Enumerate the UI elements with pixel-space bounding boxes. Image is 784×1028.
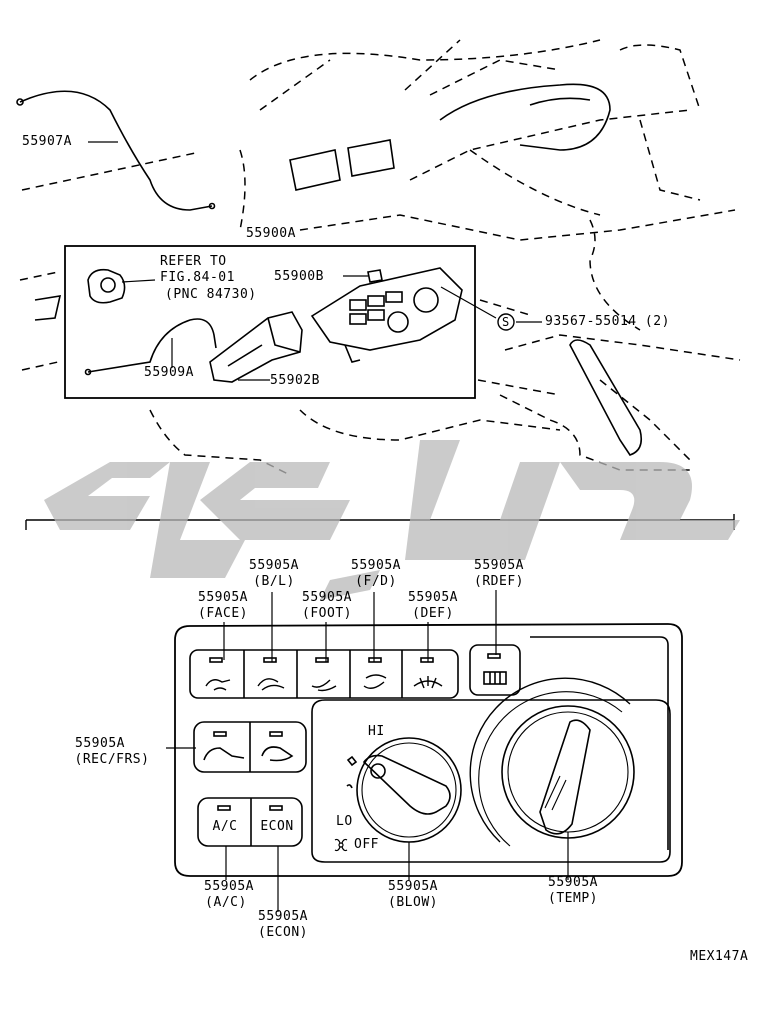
econ-button-label: ECON bbox=[260, 819, 294, 834]
label-blow-part: 55905A bbox=[388, 879, 438, 894]
panel-outline bbox=[174, 623, 683, 877]
label-55907a: 55907A bbox=[22, 134, 72, 149]
bracket-55902b bbox=[209, 311, 303, 383]
bilevel-icon bbox=[257, 678, 285, 691]
dial-area-outline bbox=[311, 699, 671, 863]
assembly-inset-box bbox=[64, 245, 476, 399]
temperature-dial bbox=[469, 677, 635, 880]
label-refer-to: REFER TO bbox=[160, 254, 227, 269]
label-ac-name: (A/C) bbox=[205, 895, 247, 910]
ac-econ-button-group bbox=[197, 797, 303, 847]
rec-frs-button-group bbox=[193, 721, 307, 773]
label-face-name: (FACE) bbox=[198, 606, 248, 621]
servo-motor bbox=[87, 268, 156, 304]
label-foot-name: (FOOT) bbox=[302, 606, 352, 621]
label-bl-part: 55905A bbox=[249, 558, 299, 573]
foot-icon bbox=[311, 679, 337, 692]
screw-symbol bbox=[497, 313, 515, 331]
dashboard-outline bbox=[19, 39, 741, 476]
screw-symbol-letter: S bbox=[502, 315, 510, 329]
label-temp-part: 55905A bbox=[548, 875, 598, 890]
label-fig-ref: FIG.84-01 bbox=[160, 270, 235, 285]
label-fd-part: 55905A bbox=[351, 558, 401, 573]
fan-icon bbox=[334, 838, 348, 852]
label-93567-55014: 93567-55014 (2) bbox=[545, 314, 670, 329]
label-bl-name: (B/L) bbox=[253, 574, 295, 589]
panel-inset bbox=[530, 636, 669, 850]
label-face-part: 55905A bbox=[198, 590, 248, 605]
label-55909a: 55909A bbox=[144, 365, 194, 380]
label-rec-name: (REC/FRS) bbox=[74, 752, 150, 767]
label-econ-part: 55905A bbox=[258, 909, 308, 924]
foot-defrost-icon bbox=[363, 674, 387, 689]
section-divider bbox=[25, 514, 735, 530]
label-def-part: 55905A bbox=[408, 590, 458, 605]
label-temp-name: (TEMP) bbox=[548, 891, 598, 906]
figure-code: MEX147A bbox=[690, 949, 749, 964]
defrost-icon bbox=[413, 676, 443, 689]
dashboard-solid-parts bbox=[34, 83, 643, 456]
leader-lines bbox=[166, 590, 497, 912]
label-econ-name: (ECON) bbox=[258, 925, 308, 940]
blower-lo-mark: LO bbox=[336, 814, 353, 829]
label-55900b: 55900B bbox=[274, 269, 324, 284]
cable-55907a bbox=[19, 90, 213, 211]
blower-off-mark: OFF bbox=[354, 837, 379, 852]
blower-hi-mark: HI bbox=[368, 724, 385, 739]
label-fd-name: (F/D) bbox=[355, 574, 397, 589]
cable-55909a bbox=[87, 318, 217, 373]
blower-dial bbox=[346, 737, 462, 880]
label-ac-part: 55905A bbox=[204, 879, 254, 894]
control-unit-55900b bbox=[310, 267, 463, 363]
label-def-name: (DEF) bbox=[412, 606, 454, 621]
rear-defrost-button bbox=[469, 644, 521, 696]
label-pnc-ref: (PNC 84730) bbox=[165, 287, 257, 302]
label-55902b: 55902B bbox=[270, 373, 320, 388]
label-55900a: 55900A bbox=[246, 226, 296, 241]
face-icon bbox=[205, 679, 231, 691]
label-blow-name: (BLOW) bbox=[388, 895, 438, 910]
label-rec-part: 55905A bbox=[75, 736, 125, 751]
mode-button-group bbox=[189, 649, 459, 699]
label-rdef-name: (RDEF) bbox=[474, 574, 524, 589]
label-foot-part: 55905A bbox=[302, 590, 352, 605]
ac-button-label: A/C bbox=[212, 819, 238, 834]
label-rdef-part: 55905A bbox=[474, 558, 524, 573]
